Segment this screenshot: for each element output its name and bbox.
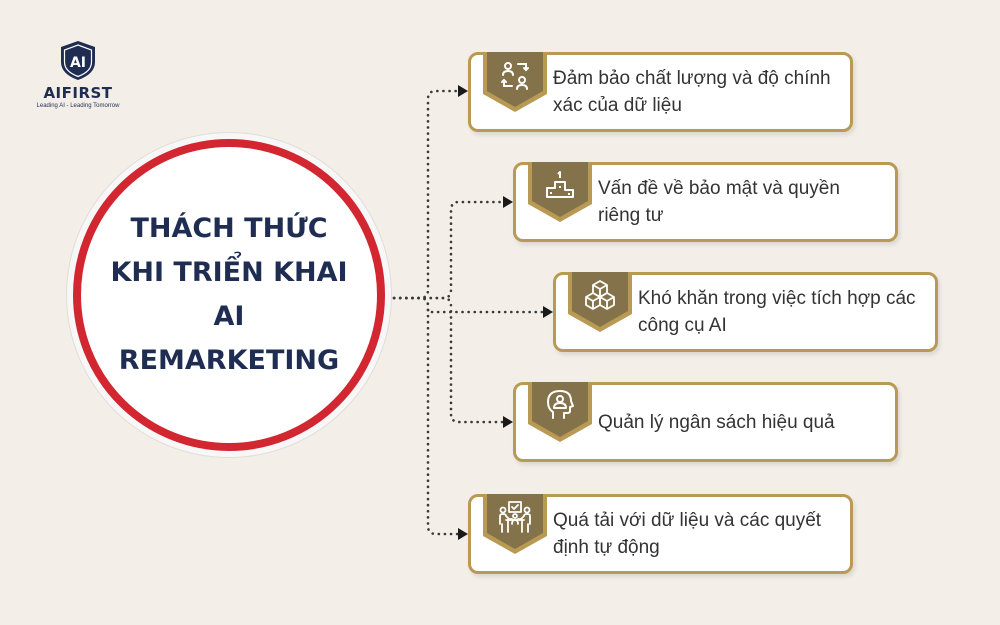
challenge-card-1: Đảm bảo chất lượng và độ chính xác của d… <box>468 52 853 132</box>
data-exchange-icon <box>501 62 529 90</box>
brand-name: AIFIRST <box>43 84 113 102</box>
challenge-card-4: Quản lý ngân sách hiệu quả <box>513 382 898 462</box>
podium-icon <box>546 171 574 198</box>
badge <box>483 52 547 116</box>
connector-4 <box>386 296 507 424</box>
arrowhead-1 <box>458 85 468 97</box>
arrowhead-3 <box>543 306 553 318</box>
connector-3 <box>386 296 547 314</box>
connector-1 <box>386 89 462 300</box>
team-task-icon <box>499 501 531 533</box>
arrowhead-4 <box>503 416 513 428</box>
badge <box>528 162 592 226</box>
center-title: THÁCH THỨC KHI TRIỂN KHAI AI REMARKETING <box>110 213 348 376</box>
challenge-card-2: Vấn đề về bảo mật và quyền riêng tư <box>513 162 898 242</box>
challenge-text: Khó khăn trong việc tích hợp các công cụ… <box>638 288 916 336</box>
arrowhead-2 <box>503 196 513 208</box>
arrowhead-5 <box>458 528 468 540</box>
brand-logo: AI AIFIRST Leading AI - Leading Tomorrow <box>28 38 128 109</box>
badge <box>528 382 592 446</box>
challenge-text: Vấn đề về bảo mật và quyền riêng tư <box>598 178 840 226</box>
logo-mark: AI <box>70 55 86 71</box>
connector-2 <box>386 200 507 300</box>
brand-tagline: Leading AI - Leading Tomorrow <box>36 103 120 109</box>
cubes-icon <box>585 280 615 310</box>
shield-logo-icon: AI <box>61 41 95 80</box>
center-circle: THÁCH THỨC KHI TRIỂN KHAI AI REMARKETING <box>73 139 385 451</box>
challenge-card-3: Khó khăn trong việc tích hợp các công cụ… <box>553 272 938 352</box>
head-person-icon <box>547 390 574 419</box>
badge <box>483 494 547 558</box>
badge <box>568 272 632 336</box>
challenge-card-5: Quá tải với dữ liệu và các quyết định tự… <box>468 494 853 574</box>
challenge-text: Quá tải với dữ liệu và các quyết định tự… <box>553 510 822 558</box>
challenge-text: Đảm bảo chất lượng và độ chính xác của d… <box>553 68 831 116</box>
challenge-text: Quản lý ngân sách hiệu quả <box>598 411 835 433</box>
connector-5 <box>386 296 462 536</box>
